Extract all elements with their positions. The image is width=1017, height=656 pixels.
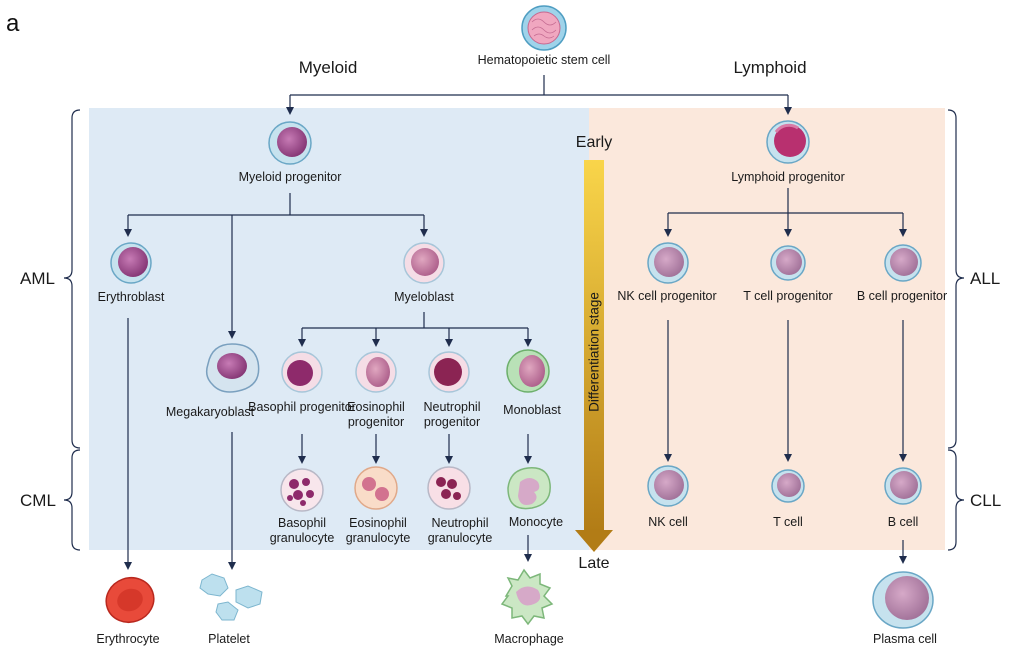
t-progenitor-icon — [770, 245, 806, 281]
megakaryoblast-icon — [205, 343, 260, 393]
all-bracket — [947, 109, 965, 449]
macrophage-icon — [500, 568, 554, 626]
lymphoid-region — [589, 108, 945, 550]
monoblast-label: Monoblast — [503, 403, 561, 417]
panel-label: a — [6, 10, 20, 37]
hsc-icon — [521, 5, 567, 51]
b-progenitor-label: B cell progenitor — [856, 289, 948, 303]
nk-cell-icon — [647, 465, 689, 507]
erythrocyte-label: Erythrocyte — [96, 632, 160, 646]
myeloid-lineage-title: Myeloid — [298, 58, 358, 77]
lymphoid-lineage-title: Lymphoid — [733, 58, 807, 77]
t-cell-label: T cell — [773, 515, 803, 529]
b-cell-icon — [884, 467, 922, 505]
eosinophil-granulocyte-icon — [354, 466, 398, 510]
platelet-label: Platelet — [208, 632, 250, 646]
myeloid-region — [89, 108, 589, 550]
differentiation-stage-label: Differentiation stage — [586, 292, 602, 412]
basophil-granulocyte-label: Basophil granulocyte — [269, 516, 335, 545]
t-progenitor-label: T cell progenitor — [743, 289, 833, 303]
basophil-progenitor-icon — [281, 351, 323, 393]
monoblast-icon — [506, 349, 550, 393]
neutrophil-progenitor-icon — [428, 351, 470, 393]
basophil-granulocyte-icon — [280, 468, 324, 512]
eosinophil-granulocyte-label: Eosinophil granulocyte — [345, 516, 411, 545]
cml-bracket — [63, 449, 81, 551]
all-label: ALL — [970, 269, 1001, 288]
myeloblast-icon — [403, 242, 445, 284]
aml-bracket — [63, 109, 81, 449]
b-cell-label: B cell — [887, 515, 919, 529]
myeloid-progenitor-label: Myeloid progenitor — [238, 170, 342, 184]
neutrophil-granulocyte-icon — [427, 466, 471, 510]
macrophage-label: Macrophage — [494, 632, 564, 646]
t-cell-icon — [771, 469, 805, 503]
eosinophil-progenitor-label: Eosinophil progenitor — [347, 400, 405, 429]
myeloid-progenitor-icon — [268, 121, 312, 165]
myeloblast-label: Myeloblast — [394, 290, 454, 304]
stage-early-label: Early — [575, 134, 613, 151]
neutrophil-granulocyte-label: Neutrophil granulocyte — [427, 516, 493, 545]
nk-cell-label: NK cell — [648, 515, 688, 529]
monocyte-label: Monocyte — [508, 515, 564, 529]
erythroblast-icon — [110, 242, 152, 284]
b-progenitor-icon — [884, 244, 922, 282]
plasma-cell-label: Plasma cell — [873, 632, 937, 646]
erythrocyte-icon — [105, 577, 155, 623]
plasma-cell-icon — [872, 571, 934, 629]
lymphoid-progenitor-label: Lymphoid progenitor — [731, 170, 845, 184]
aml-label: AML — [20, 269, 55, 288]
lymphoid-progenitor-icon — [766, 120, 810, 164]
nk-progenitor-icon — [647, 242, 689, 284]
megakaryoblast-label: Megakaryoblast — [165, 405, 255, 419]
monocyte-icon — [507, 467, 551, 510]
nk-progenitor-label: NK cell progenitor — [617, 289, 717, 303]
basophil-progenitor-label: Basophil progenitor — [248, 400, 356, 414]
neutrophil-progenitor-label: Neutrophil progenitor — [423, 400, 481, 429]
hsc-label: Hematopoietic stem cell — [477, 53, 611, 67]
cml-label: CML — [20, 491, 56, 510]
erythroblast-label: Erythroblast — [97, 290, 165, 304]
stage-late-label: Late — [578, 555, 610, 572]
platelet-icon — [199, 573, 263, 621]
cll-label: CLL — [970, 491, 1002, 510]
eosinophil-progenitor-icon — [355, 351, 397, 393]
differentiation-arrow — [575, 160, 613, 552]
cll-bracket — [947, 449, 965, 551]
